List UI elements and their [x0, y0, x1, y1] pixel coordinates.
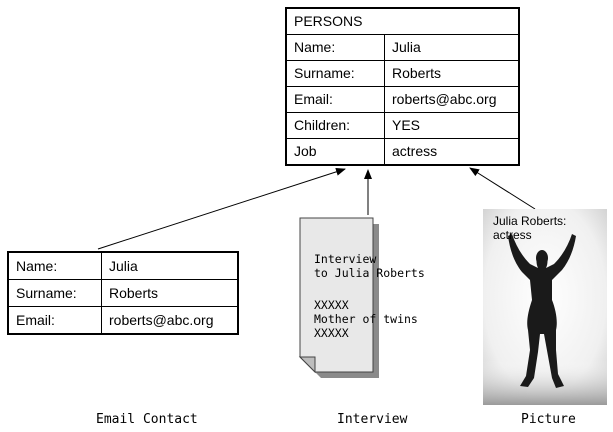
- caption-email-contact: Email Contact: [96, 412, 198, 427]
- arrow-contact-to-persons: [97, 167, 346, 250]
- interview-line-5: Mother of twins: [314, 312, 418, 326]
- persons-table: PERSONS Name: Julia Surname: Roberts Ema…: [285, 7, 520, 166]
- caption-picture: Picture: [521, 412, 576, 427]
- arrow-picture-to-persons: [469, 167, 536, 210]
- contact-row-email: Email: roberts@abc.org: [7, 306, 239, 335]
- persons-header-row: PERSONS: [285, 7, 520, 35]
- contact-label-surname: Surname:: [7, 279, 102, 307]
- persons-value-job: actress: [384, 138, 520, 166]
- picture-label-line2: actress: [493, 228, 532, 242]
- persons-row-email: Email: roberts@abc.org: [285, 86, 520, 113]
- contact-value-surname: Roberts: [101, 279, 239, 307]
- interview-line-6: XXXXX: [314, 326, 349, 340]
- persons-row-job: Job actress: [285, 138, 520, 166]
- persons-value-surname: Roberts: [384, 60, 520, 87]
- persons-value-email: roberts@abc.org: [384, 86, 520, 113]
- document-icon: [298, 217, 379, 378]
- contact-value-email: roberts@abc.org: [101, 306, 239, 335]
- persons-value-name: Julia: [384, 34, 520, 61]
- picture-image: [483, 209, 607, 405]
- persons-title: PERSONS: [285, 7, 520, 35]
- contact-row-name: Name: Julia: [7, 251, 239, 280]
- persons-label-email: Email:: [285, 86, 385, 113]
- contact-value-name: Julia: [101, 251, 239, 280]
- picture-label: Julia Roberts: actress: [493, 214, 593, 242]
- silhouette: [508, 234, 576, 388]
- persons-row-children: Children: YES: [285, 112, 520, 139]
- picture-label-line1: Julia Roberts:: [493, 214, 567, 228]
- interview-line-4: XXXXX: [314, 298, 349, 312]
- persons-value-children: YES: [384, 112, 520, 139]
- persons-label-children: Children:: [285, 112, 385, 139]
- persons-label-surname: Surname:: [285, 60, 385, 87]
- contact-row-surname: Surname: Roberts: [7, 279, 239, 307]
- persons-label-name: Name:: [285, 34, 385, 61]
- contact-label-name: Name:: [7, 251, 102, 280]
- persons-row-surname: Surname: Roberts: [285, 60, 520, 87]
- contact-label-email: Email:: [7, 306, 102, 335]
- caption-interview: Interview: [337, 412, 408, 427]
- persons-label-job: Job: [285, 138, 385, 166]
- persons-row-name: Name: Julia: [285, 34, 520, 61]
- document-fold: [298, 356, 316, 374]
- interview-line-2: to Julia Roberts: [314, 266, 425, 280]
- document-page: [299, 217, 374, 373]
- interview-line-1: Interview: [314, 252, 377, 266]
- email-contact-table: Name: Julia Surname: Roberts Email: robe…: [7, 251, 239, 335]
